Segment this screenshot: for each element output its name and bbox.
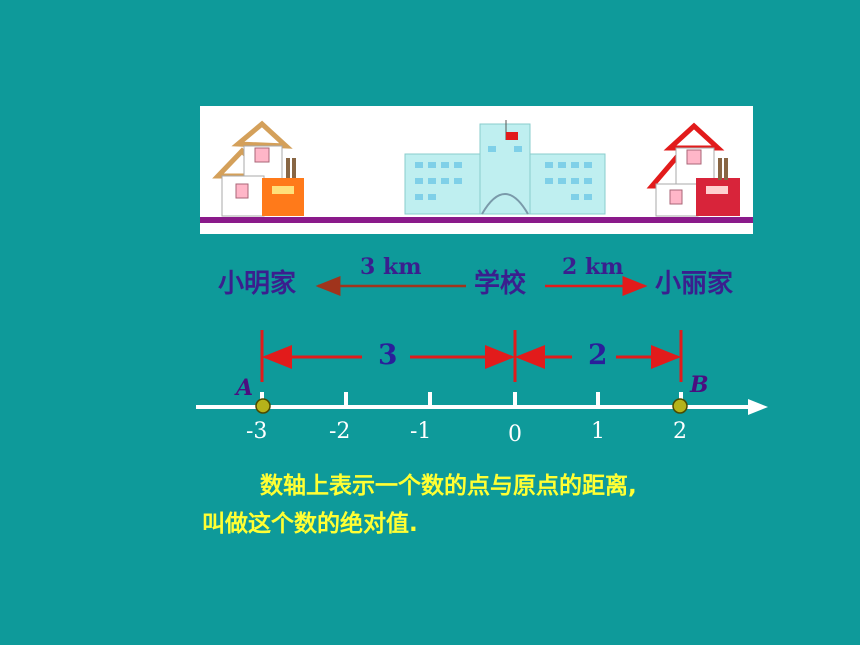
- point-b-dot: [672, 398, 688, 414]
- tick-label-neg1: -1: [410, 419, 432, 444]
- scene-drawing: [200, 120, 753, 223]
- tick-label-0: 0: [508, 422, 522, 447]
- tick-label-2: 2: [673, 419, 687, 444]
- point-a-dot: [255, 398, 271, 414]
- distance-left-km: 3 km: [360, 254, 422, 280]
- place-xiaoli-home: 小丽家: [655, 269, 734, 299]
- point-b-label: B: [690, 372, 709, 398]
- axis-arrowhead: [748, 399, 768, 415]
- left-house-icon: [212, 120, 304, 217]
- axis-ticks: [260, 392, 683, 407]
- definition-line-1: 数轴上表示一个数的点与原点的距离,: [260, 473, 637, 499]
- scene-illustration: [200, 106, 753, 234]
- tick-label-neg3: -3: [246, 419, 268, 444]
- school-building-icon: [404, 120, 606, 215]
- definition-line-2: 叫做这个数的绝对值.: [202, 511, 418, 537]
- distance-right-km: 2 km: [562, 254, 624, 280]
- point-a-label: A: [236, 375, 254, 401]
- ground-line: [200, 217, 753, 223]
- tick-label-neg2: -2: [329, 419, 351, 444]
- place-xiaoming-home: 小明家: [218, 269, 297, 299]
- tick-label-1: 1: [591, 419, 605, 444]
- distance-label-2: 2: [588, 338, 608, 371]
- distance-label-3: 3: [378, 338, 398, 371]
- right-house-icon: [646, 122, 740, 217]
- place-school: 学校: [474, 269, 527, 299]
